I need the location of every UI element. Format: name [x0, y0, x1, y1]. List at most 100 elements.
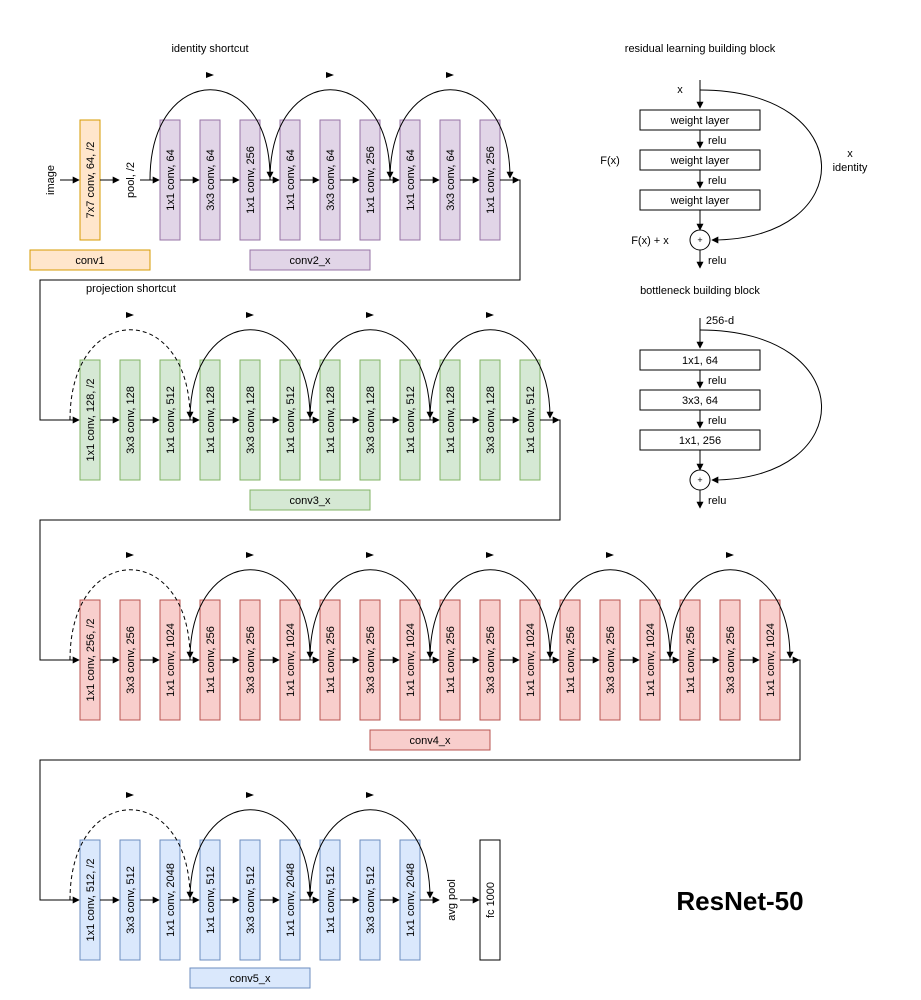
weight-layer-2-label: weight layer	[670, 155, 730, 167]
fx-label: F(x)	[600, 155, 620, 167]
arc-arrowhead	[366, 552, 374, 558]
fc-block	[479, 839, 501, 961]
identity-shortcut-label: identity shortcut	[171, 43, 248, 55]
conv5-conv-label: 1x1 conv, 2048	[165, 863, 177, 937]
conv2-conv-label: 1x1 conv, 64	[405, 149, 417, 211]
conv5-conv-label: 1x1 conv, 2048	[285, 863, 297, 937]
conv4-conv-label: 1x1 conv, 1024	[405, 623, 417, 697]
conv2-conv-label: 3x3 conv, 64	[205, 149, 217, 211]
conv3-conv-label: 1x1 conv, 512	[525, 386, 537, 454]
conv4-conv-label: 3x3 conv, 256	[485, 626, 497, 694]
head: avg pool fc 1000	[420, 839, 501, 961]
identity-shortcut-arc	[389, 89, 514, 181]
relu-label: relu	[708, 495, 726, 507]
conv5-group-box	[189, 967, 311, 989]
conv4-conv-label: 1x1 conv, 1024	[165, 623, 177, 697]
identity-shortcut-arc	[149, 89, 274, 181]
projection-shortcut-label: projection shortcut	[86, 283, 176, 295]
weight-layer-1-label: weight layer	[670, 115, 730, 127]
conv2-conv-label: 3x3 conv, 64	[445, 149, 457, 211]
input-image-label: image	[45, 165, 57, 195]
conv3-group-label: conv3_x	[290, 495, 331, 507]
conv4-conv-label: 3x3 conv, 256	[245, 626, 257, 694]
arc-arrowhead	[366, 792, 374, 798]
relu-label: relu	[708, 255, 726, 267]
arc-arrowhead	[326, 72, 334, 78]
identity-arc	[699, 89, 822, 244]
conv4-conv-label: 1x1 conv, 1024	[765, 623, 777, 697]
bottleneck-identity-arc	[699, 329, 822, 484]
relu-label: relu	[708, 175, 726, 187]
bottleneck-block: bottleneck building block 256-d 1x1, 64 …	[639, 285, 822, 509]
conv3-conv-label: 1x1 conv, 128	[205, 386, 217, 454]
identity-shortcut-arc	[429, 329, 554, 421]
conv4-group-box	[369, 729, 491, 751]
conv5-conv-label: 3x3 conv, 512	[365, 866, 377, 934]
conv4-conv-label: 3x3 conv, 256	[725, 626, 737, 694]
conv2-group-label: conv2_x	[290, 255, 331, 267]
connector-conv4-conv5	[39, 659, 801, 904]
projection-shortcut-arc	[69, 809, 194, 901]
stem: image 7x7 conv, 64, /2 pool, /2 conv1	[29, 119, 160, 271]
residual-block-title: residual learning building block	[625, 43, 776, 55]
bottleneck-layer-2-label: 3x3, 64	[682, 395, 718, 407]
stage-connectors	[39, 179, 801, 904]
identity-label: identity	[833, 162, 868, 174]
conv2-group-box	[249, 249, 371, 271]
arc-arrowhead	[606, 552, 614, 558]
conv5-conv-label: 1x1 conv, 2048	[405, 863, 417, 937]
conv2-stage: 1x1 conv, 64 3x3 conv, 64 1x1 conv, 256 1x1…	[149, 72, 520, 271]
conv1-block-label: 7x7 conv, 64, /2	[85, 142, 97, 219]
conv3-stage: 1x1 conv, 128, /2 3x3 conv, 128 1x1 conv, …	[69, 312, 560, 511]
conv4-conv-label: 3x3 conv, 256	[365, 626, 377, 694]
identity-shortcut-arc	[269, 89, 394, 181]
conv4-conv-label: 3x3 conv, 256	[605, 626, 617, 694]
identity-shortcut-arc	[309, 569, 434, 661]
conv5-conv-label: 3x3 conv, 512	[125, 866, 137, 934]
conv3-conv-label: 1x1 conv, 128	[445, 386, 457, 454]
arc-arrowhead	[366, 312, 374, 318]
conv3-conv-label: 3x3 conv, 128	[485, 386, 497, 454]
conv4-conv-label: 1x1 conv, 256	[205, 626, 217, 694]
diagram-title: ResNet-50	[676, 886, 803, 916]
bottleneck-input-label: 256-d	[706, 315, 734, 327]
conv4-conv-label: 1x1 conv, 1024	[525, 623, 537, 697]
projection-shortcut-arc	[69, 329, 194, 421]
arc-arrowhead	[446, 72, 454, 78]
conv4-conv-label: 1x1 conv, 1024	[645, 623, 657, 697]
identity-shortcut-arc	[189, 569, 314, 661]
arc-arrowhead	[246, 312, 254, 318]
conv3-conv-label: 1x1 conv, 512	[285, 386, 297, 454]
identity-shortcut-arc	[549, 569, 674, 661]
arc-arrowhead	[486, 312, 494, 318]
conv3-conv-label: 1x1 conv, 128, /2	[85, 379, 97, 462]
conv5-group-label: conv5_x	[230, 973, 271, 985]
identity-shortcut-arc	[669, 569, 794, 661]
identity-x-label: x	[847, 148, 853, 160]
conv4-group-label: conv4_x	[410, 735, 451, 747]
weight-layer-3-label: weight layer	[670, 195, 730, 207]
conv1-group-label: conv1	[75, 255, 104, 267]
relu-label: relu	[708, 415, 726, 427]
residual-input-label: x	[677, 84, 683, 96]
conv2-conv-label: 1x1 conv, 64	[165, 149, 177, 211]
conv4-conv-label: 1x1 conv, 256	[565, 626, 577, 694]
conv4-conv-label: 1x1 conv, 256	[445, 626, 457, 694]
conv2-conv-label: 1x1 conv, 256	[485, 146, 497, 214]
identity-shortcut-arc	[189, 809, 314, 901]
conv5-conv-label: 1x1 conv, 512, /2	[85, 859, 97, 942]
plus-sign: +	[697, 235, 702, 245]
arc-arrowhead	[126, 552, 134, 558]
identity-shortcut-arc	[429, 569, 554, 661]
conv2-conv-label: 1x1 conv, 64	[285, 149, 297, 211]
arc-arrowhead	[126, 792, 134, 798]
bottleneck-layer-3-label: 1x1, 256	[679, 435, 721, 447]
identity-shortcut-arc	[189, 329, 314, 421]
arc-arrowhead	[726, 552, 734, 558]
conv5-conv-label: 1x1 conv, 512	[325, 866, 337, 934]
conv4-conv-label: 1x1 conv, 256	[685, 626, 697, 694]
connector-conv2-conv3	[39, 179, 521, 424]
